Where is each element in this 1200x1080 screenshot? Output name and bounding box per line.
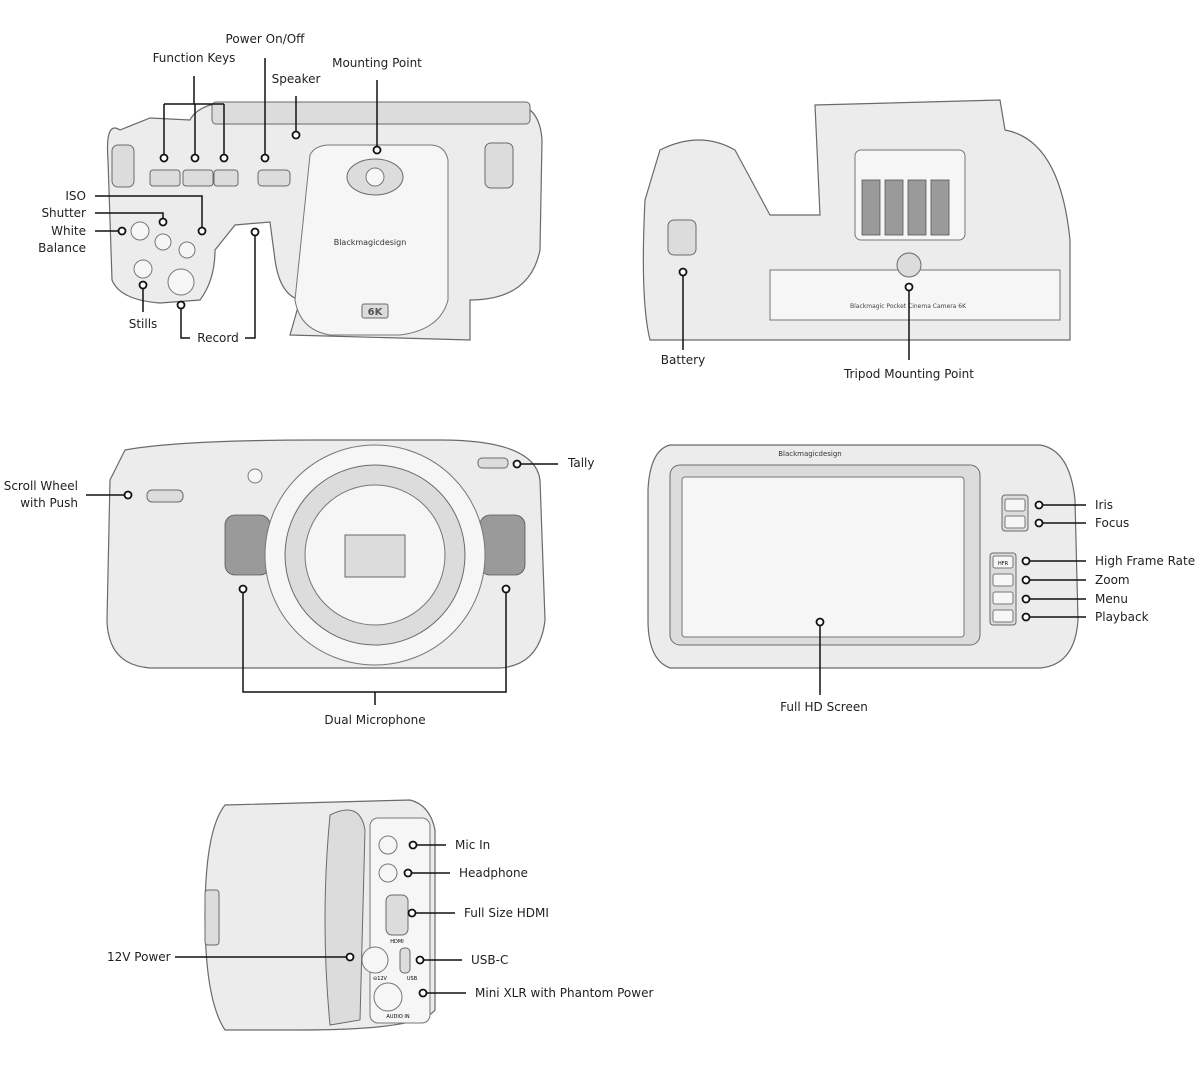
screen <box>681 476 965 638</box>
label-screen: Full HD Screen <box>780 700 868 714</box>
label-white-balance-1: White <box>51 224 86 238</box>
hdmi-text: HDMI <box>390 939 403 945</box>
label-battery: Battery <box>660 353 706 367</box>
label-iso: ISO <box>65 189 86 203</box>
label-menu: Menu <box>1095 592 1128 606</box>
label-playback: Playback <box>1095 610 1149 624</box>
label-mounting-point: Mounting Point <box>332 56 422 70</box>
label-record: Record <box>197 331 239 345</box>
label-12v-power: 12V Power <box>107 950 171 964</box>
label-usbc: USB-C <box>471 953 509 967</box>
label-scroll-wheel-2: with Push <box>20 496 78 510</box>
label-scroll-wheel-1: Scroll Wheel <box>3 479 78 493</box>
badge-6k: 6K <box>368 307 384 318</box>
label-dual-mic: Dual Microphone <box>324 713 426 727</box>
label-headphone: Headphone <box>459 866 528 880</box>
camera-front-view <box>106 439 546 669</box>
camera-bottom-view: Blackmagic Pocket Cinema Camera 6K <box>642 99 1071 341</box>
hfr-button-text: HFR <box>998 561 1009 567</box>
usb-text: USB <box>407 976 418 982</box>
callout-dots <box>117 130 1044 998</box>
label-tripod: Tripod Mounting Point <box>843 367 975 381</box>
label-power: Power On/Off <box>225 32 305 46</box>
label-tally: Tally <box>568 456 595 470</box>
v12-text: ⊖12V <box>373 976 388 982</box>
label-white-balance-2: Balance <box>38 241 86 255</box>
label-focus: Focus <box>1095 516 1130 530</box>
label-speaker: Speaker <box>271 72 321 86</box>
audio-in-text: AUDIO IN <box>386 1014 409 1020</box>
brand-logo: Blackmagicdesign <box>334 238 407 247</box>
label-hdmi: Full Size HDMI <box>464 906 549 920</box>
camera-side-view: HDMI ⊖12V USB AUDIO IN <box>204 799 436 1031</box>
label-zoom: Zoom <box>1095 573 1130 587</box>
label-hfr: High Frame Rate <box>1095 554 1196 568</box>
rear-brand: Blackmagicdesign <box>778 450 842 458</box>
label-shutter: Shutter <box>41 206 86 220</box>
label-stills: Stills <box>128 317 158 331</box>
label-function-keys: Function Keys <box>152 51 236 65</box>
camera-top-view: 6K Blackmagicdesign <box>106 101 543 341</box>
label-mic-in: Mic In <box>455 838 491 852</box>
camera-rear-view: Blackmagicdesign HFR <box>647 444 1079 669</box>
label-xlr: Mini XLR with Phantom Power <box>475 986 654 1000</box>
label-iris: Iris <box>1095 498 1114 512</box>
leader-lines <box>86 58 1086 994</box>
